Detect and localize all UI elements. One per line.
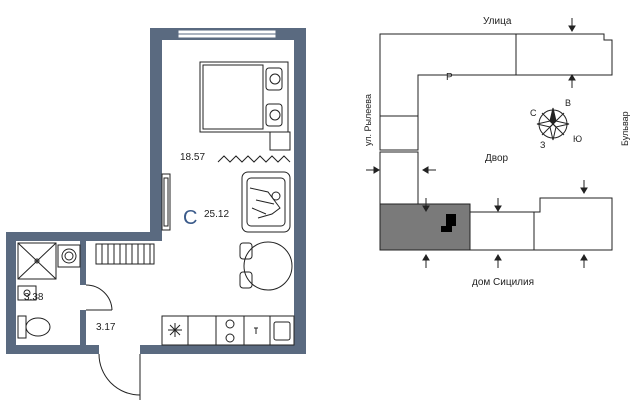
armchair (241, 171, 291, 233)
yard-label: Двор (485, 153, 509, 164)
apartment-marker (441, 214, 456, 232)
toilet (17, 315, 51, 339)
compass-south: Ю (573, 134, 582, 144)
stove-icon (225, 319, 235, 343)
hallway-radiator (95, 243, 155, 265)
highlighted-section (379, 203, 471, 251)
street-label: Улица (483, 16, 512, 27)
compass-north: С (530, 108, 537, 118)
living-area-label: 18.57 (180, 152, 205, 163)
nightstand (269, 131, 291, 151)
parking-label: P (446, 72, 453, 83)
total-area-label: 25.12 (204, 209, 229, 220)
floor-plan: 18.57 25.12 C 3.38 3.17 (6, 28, 306, 400)
site-plan: С В Ю З Улица P Двор дом Сицилия ул. Рыл… (363, 16, 630, 288)
sink-icon (273, 321, 291, 341)
bathroom-door (85, 284, 113, 311)
bed (199, 61, 289, 133)
dining-table (239, 241, 293, 291)
faucet-icon (254, 327, 258, 334)
compass-rose-icon (536, 107, 570, 141)
entrance-door (98, 352, 141, 400)
radiator (217, 155, 291, 163)
tv (161, 173, 171, 231)
street-left-label: ул. Рылеева (363, 94, 373, 146)
entry-arrows (366, 18, 588, 268)
bathroom-area-label: 3.38 (24, 292, 44, 303)
compass-east: В (565, 98, 571, 108)
kitchen-counter (161, 315, 295, 346)
washing-machine (57, 244, 81, 268)
fridge-icon (168, 323, 182, 337)
shower (17, 242, 57, 280)
boulevard-label: Бульвар (620, 111, 630, 146)
bath-sink (17, 285, 37, 301)
total-area-symbol: C (183, 207, 197, 229)
exterior-walls (6, 28, 306, 354)
hallway-area-label: 3.17 (96, 322, 116, 333)
compass-west: З (540, 140, 545, 150)
top-window (177, 29, 277, 39)
house-label: дом Сицилия (472, 277, 534, 288)
